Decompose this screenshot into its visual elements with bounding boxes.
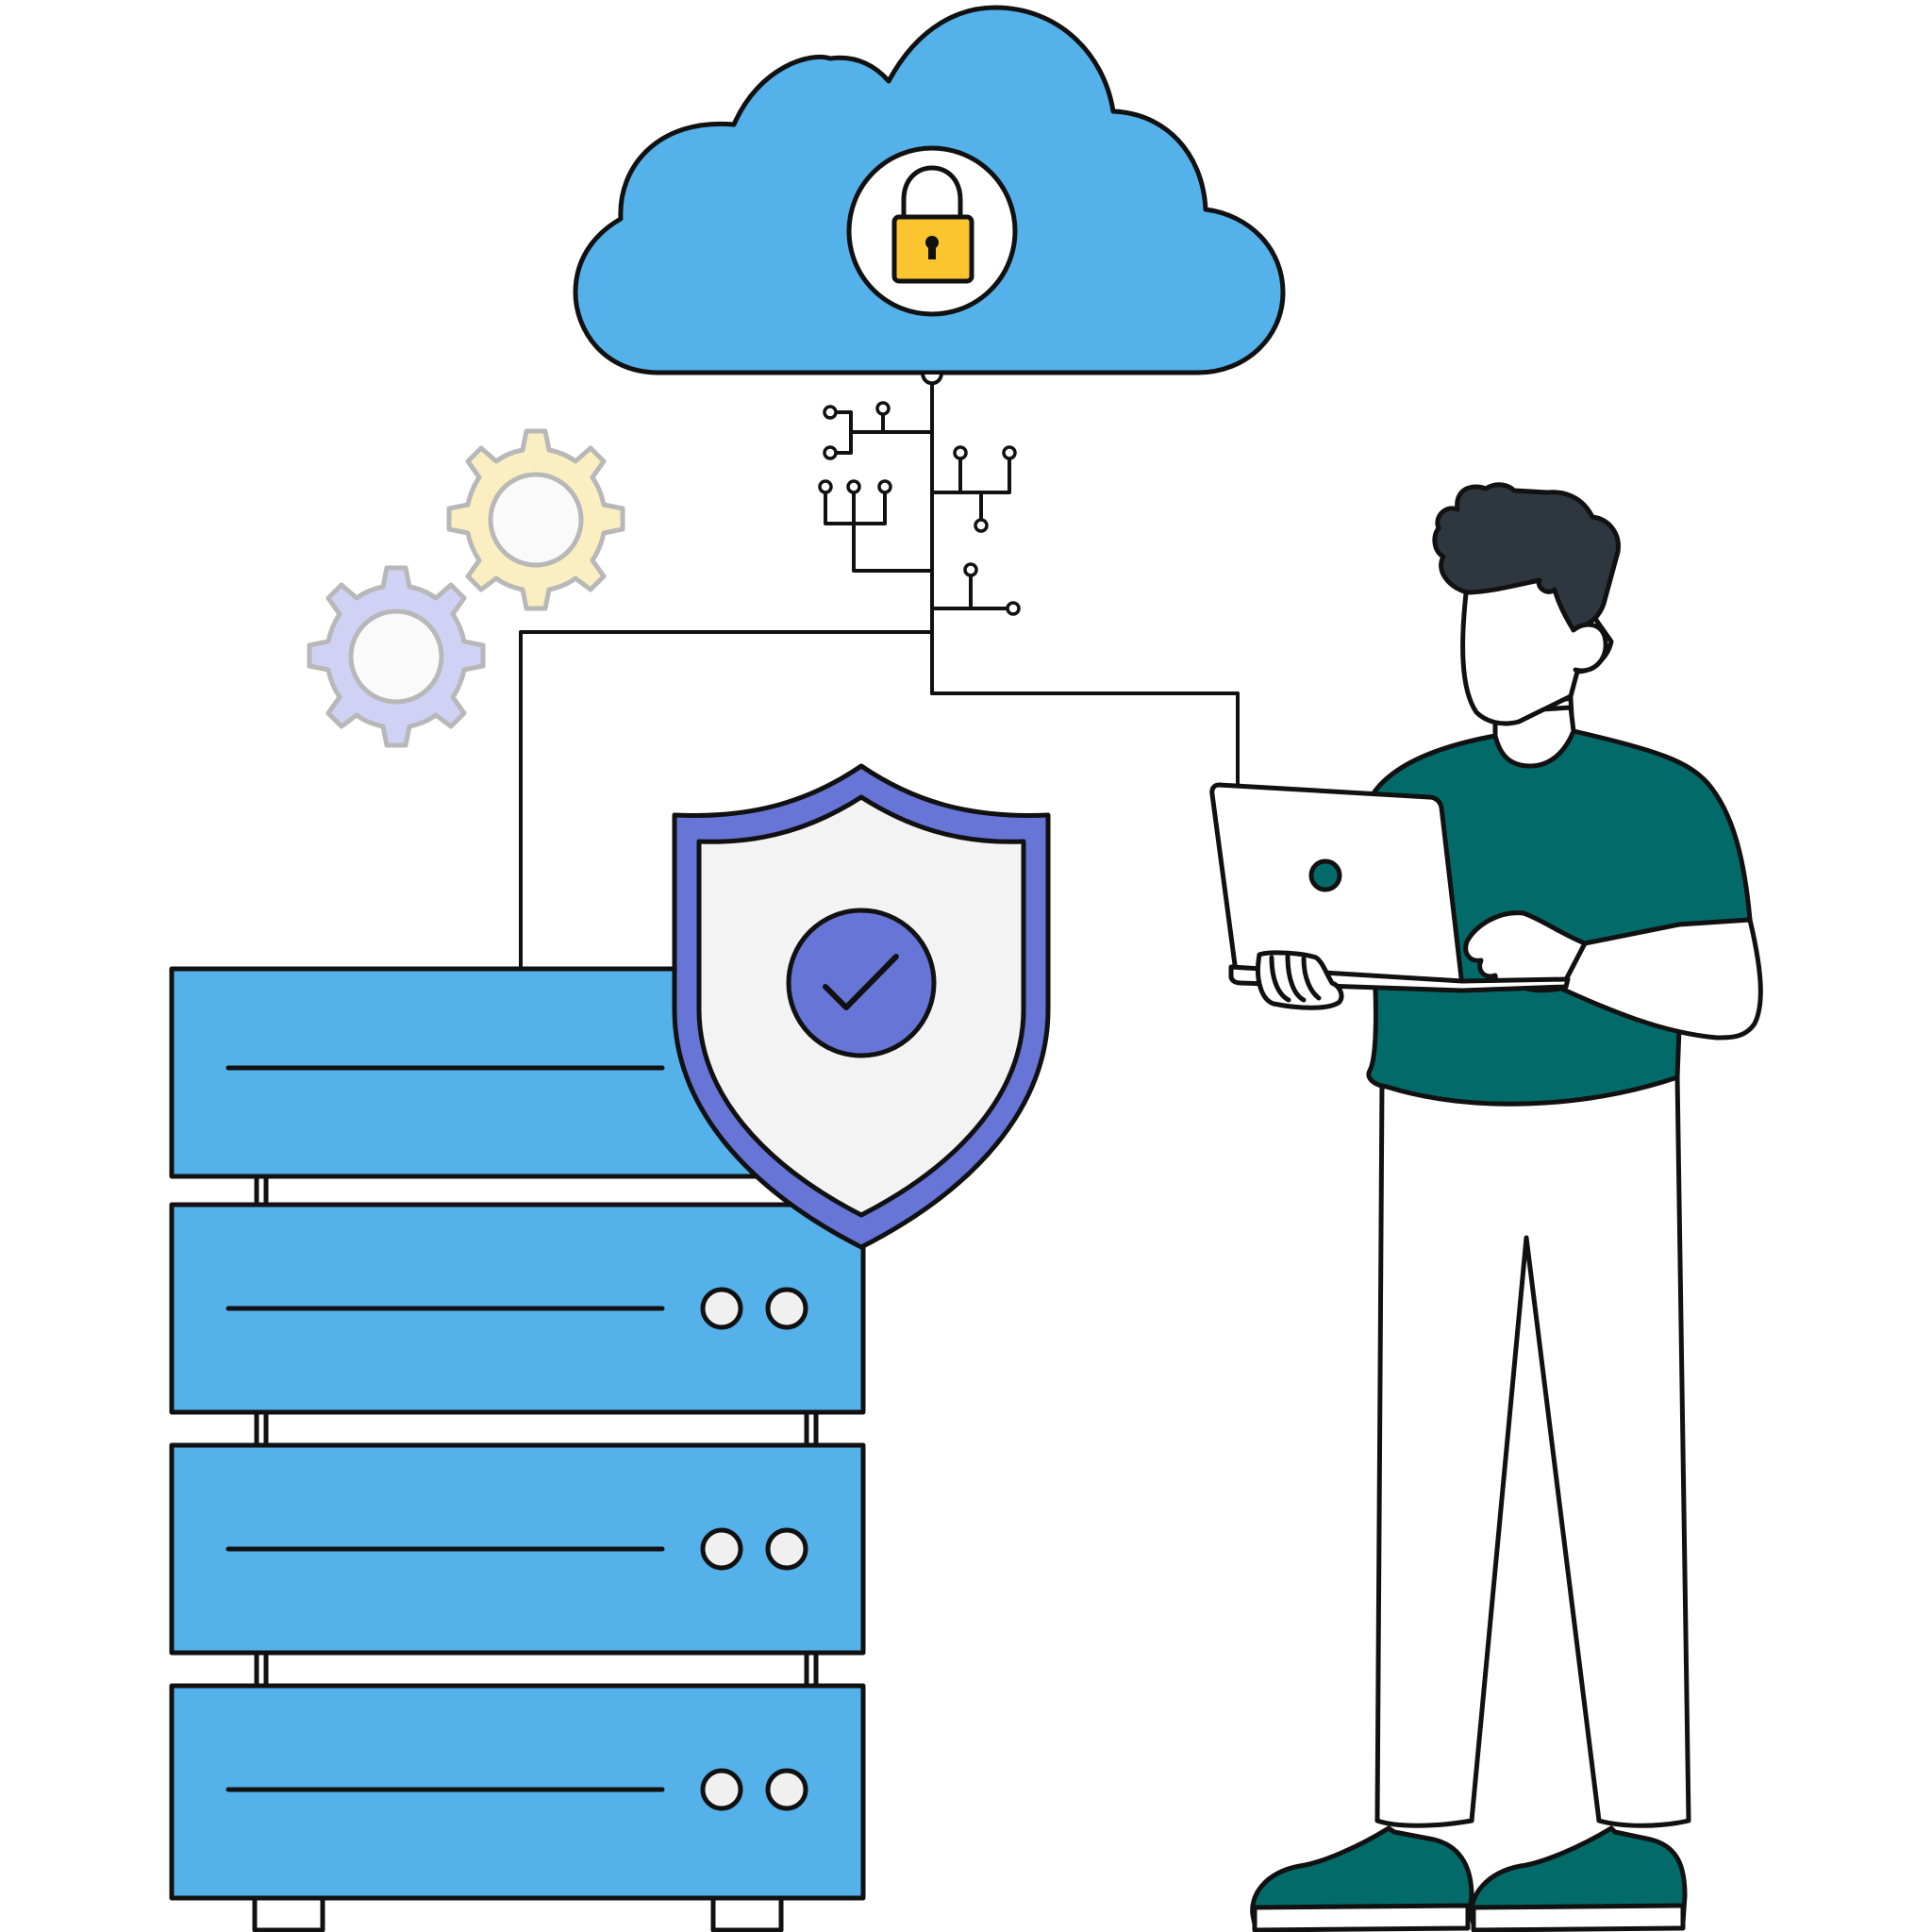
server-indicator bbox=[765, 1768, 808, 1811]
pants bbox=[1374, 1073, 1691, 1828]
rack-foot-right bbox=[710, 1895, 784, 1932]
check-badge bbox=[786, 908, 937, 1058]
shoe-sole-right bbox=[1471, 1903, 1686, 1932]
shoe-left bbox=[1250, 1825, 1474, 1927]
server-indicator bbox=[700, 1527, 743, 1571]
server-indicator bbox=[765, 1287, 808, 1330]
shoe-sole-left bbox=[1252, 1903, 1471, 1932]
server-indicator bbox=[700, 1768, 743, 1811]
padlock-icon bbox=[891, 165, 974, 284]
server-unit bbox=[169, 1683, 866, 1901]
hair bbox=[1432, 482, 1621, 633]
server-indicator bbox=[765, 1527, 808, 1571]
checkmark-icon bbox=[823, 954, 899, 1010]
circuit-nodes bbox=[818, 401, 1021, 616]
shoe-right bbox=[1469, 1825, 1688, 1927]
server-unit bbox=[169, 1442, 866, 1656]
cloud-icon bbox=[573, 5, 1286, 386]
rack-foot-left bbox=[252, 1895, 325, 1932]
server-unit bbox=[169, 1202, 866, 1415]
gear-icon bbox=[307, 428, 625, 748]
ear bbox=[1571, 622, 1608, 674]
hand-left bbox=[1256, 950, 1344, 1010]
laptop-logo bbox=[1308, 858, 1342, 892]
server-indicator bbox=[700, 1287, 743, 1330]
circuit-network-icon bbox=[824, 410, 1011, 610]
arm-right bbox=[1558, 917, 1763, 1041]
shield-check-icon bbox=[672, 763, 1051, 1250]
person-illustration bbox=[1250, 482, 1763, 1932]
